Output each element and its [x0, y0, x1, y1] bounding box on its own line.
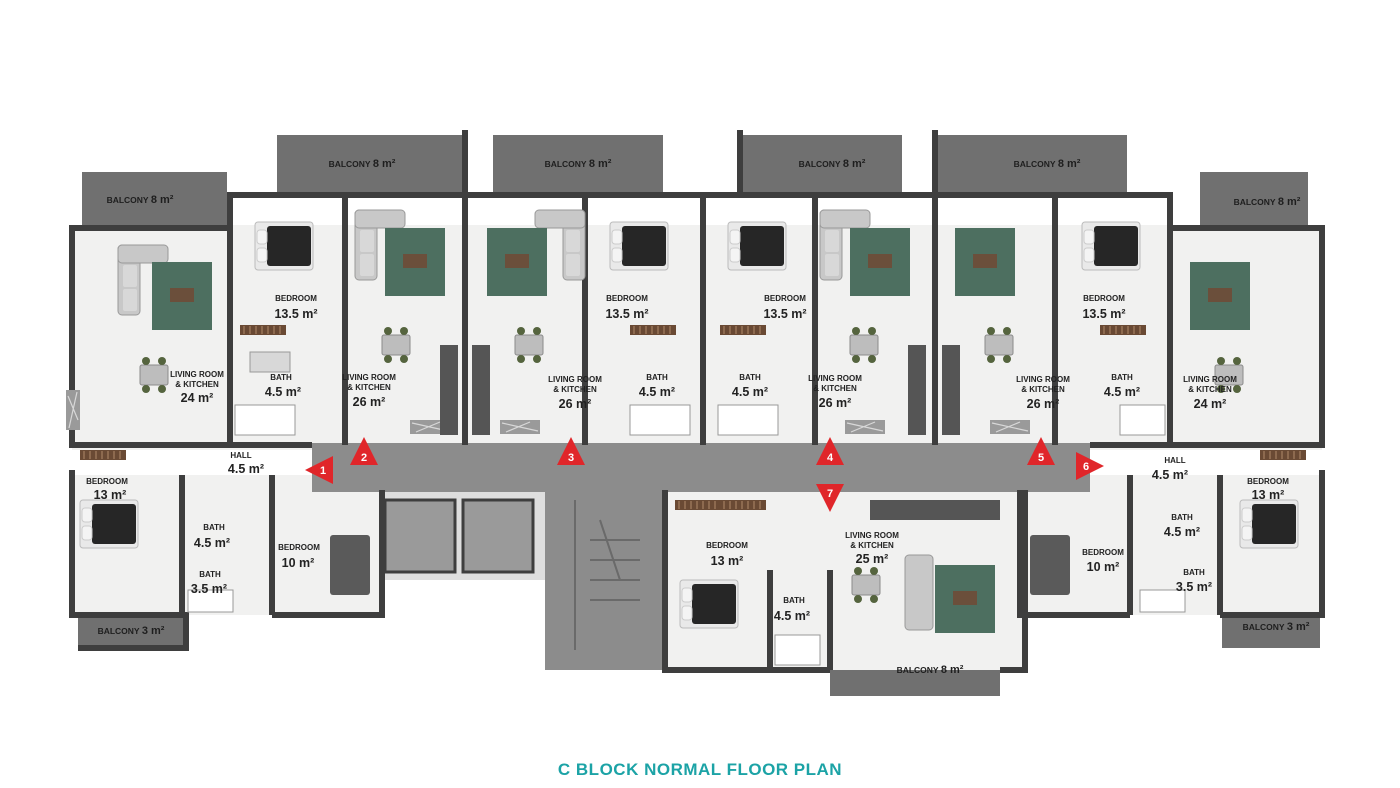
balcony-label-8: BALCONY 3 m² [1243, 621, 1310, 633]
room-area: 24 m² [181, 391, 214, 405]
room-name: LIVING ROOM [1183, 375, 1237, 384]
room-name-2: & KITCHEN [850, 541, 894, 550]
balcony-label-1: BALCONY 8 m² [107, 194, 174, 206]
room-name: BEDROOM [275, 294, 317, 303]
room-area: 13 m² [94, 488, 127, 502]
balcony-labels: BALCONY 8 m² BALCONY 8 m² BALCONY 8 m² B… [98, 158, 1310, 676]
room-name: LIVING ROOM [808, 374, 862, 383]
room-area: 13.5 m² [763, 307, 806, 321]
room-name: BEDROOM [1082, 548, 1124, 557]
room-area: 26 m² [1027, 397, 1060, 411]
room-area: 13 m² [1252, 488, 1285, 502]
entrance-marker-4: 4 [816, 437, 844, 465]
entrance-marker-7: 7 [816, 484, 844, 512]
svg-text:7: 7 [827, 488, 833, 500]
corridor [312, 443, 1090, 670]
room-area: 24 m² [1194, 397, 1227, 411]
svg-text:3: 3 [568, 452, 574, 464]
room-name: BATH [783, 596, 805, 605]
room-area: 4.5 m² [194, 536, 230, 550]
balcony-3 [493, 135, 663, 193]
balcony-5 [937, 135, 1127, 193]
room-name: BATH [203, 523, 225, 532]
room-name: LIVING ROOM [1016, 375, 1070, 384]
room-name: LIVING ROOM [845, 531, 899, 540]
room-area: 13.5 m² [605, 307, 648, 321]
svg-text:2: 2 [361, 452, 367, 464]
balcony-1 [82, 172, 227, 228]
room-area: 10 m² [1087, 560, 1120, 574]
room-area: 4.5 m² [1164, 525, 1200, 539]
balcony-label-3: BALCONY 8 m² [545, 158, 612, 170]
room-area: 13.5 m² [274, 307, 317, 321]
entrance-marker-2: 2 [350, 437, 378, 465]
room-area: 4.5 m² [228, 462, 264, 476]
room-name-2: & KITCHEN [175, 380, 219, 389]
room-name: HALL [1164, 456, 1185, 465]
entrance-marker-3: 3 [557, 437, 585, 465]
svg-text:5: 5 [1038, 452, 1044, 464]
balcony-6 [1200, 172, 1308, 228]
room-name: BATH [270, 373, 292, 382]
room-area: 13.5 m² [1082, 307, 1125, 321]
room-area: 4.5 m² [265, 385, 301, 399]
entrance-markers: 1 2 3 4 5 6 7 [305, 437, 1104, 512]
room-name: BATH [646, 373, 668, 382]
room-name-2: & KITCHEN [347, 383, 391, 392]
room-name: BATH [1111, 373, 1133, 382]
svg-text:6: 6 [1083, 461, 1089, 473]
room-name: BEDROOM [764, 294, 806, 303]
svg-text:1: 1 [320, 465, 326, 477]
room-name: BEDROOM [606, 294, 648, 303]
balcony-label-2: BALCONY 8 m² [329, 158, 396, 170]
room-name: BEDROOM [278, 543, 320, 552]
room-name-2: & KITCHEN [1021, 385, 1065, 394]
room-name: BATH [199, 570, 221, 579]
room-name: BATH [1183, 568, 1205, 577]
room-area: 4.5 m² [639, 385, 675, 399]
entrance-marker-6: 6 [1076, 452, 1104, 480]
room-name: BATH [1171, 513, 1193, 522]
balcony-label-6: BALCONY 8 m² [1234, 196, 1301, 208]
room-area: 4.5 m² [1152, 468, 1188, 482]
room-name: LIVING ROOM [548, 375, 602, 384]
balcony-label-7: BALCONY 3 m² [98, 625, 165, 637]
entrance-marker-5: 5 [1027, 437, 1055, 465]
furniture [65, 209, 1307, 666]
room-area: 3.5 m² [1176, 580, 1212, 594]
room-area: 26 m² [353, 395, 386, 409]
room-name: BEDROOM [86, 477, 128, 486]
room-name-2: & KITCHEN [553, 385, 597, 394]
room-area: 26 m² [819, 396, 852, 410]
room-name: BEDROOM [706, 541, 748, 550]
svg-text:4: 4 [827, 452, 834, 464]
entrance-marker-1: 1 [305, 456, 333, 484]
room-name-2: & KITCHEN [1188, 385, 1232, 394]
balcony-2 [277, 135, 467, 193]
room-labels: BEDROOM 13.5 m² BEDROOM 13.5 m² BEDROOM … [86, 294, 1289, 623]
room-area: 4.5 m² [732, 385, 768, 399]
room-area: 3.5 m² [191, 582, 227, 596]
room-area: 4.5 m² [1104, 385, 1140, 399]
room-area: 13 m² [711, 554, 744, 568]
balcony-label-5: BALCONY 8 m² [1014, 158, 1081, 170]
room-name: BEDROOM [1083, 294, 1125, 303]
walls [69, 130, 1325, 673]
room-area: 25 m² [856, 552, 889, 566]
room-name: BATH [739, 373, 761, 382]
room-name: LIVING ROOM [170, 370, 224, 379]
room-name: HALL [230, 451, 251, 460]
room-name-2: & KITCHEN [813, 384, 857, 393]
room-name: LIVING ROOM [342, 373, 396, 382]
balcony-label-9: BALCONY 8 m² [897, 664, 964, 676]
room-area: 4.5 m² [774, 609, 810, 623]
floor-plan-title: C BLOCK NORMAL FLOOR PLAN [557, 760, 843, 779]
balcony-4 [742, 135, 902, 193]
room-name: BEDROOM [1247, 477, 1289, 486]
room-area: 10 m² [282, 556, 315, 570]
balcony-label-4: BALCONY 8 m² [799, 158, 866, 170]
room-area: 26 m² [559, 397, 592, 411]
